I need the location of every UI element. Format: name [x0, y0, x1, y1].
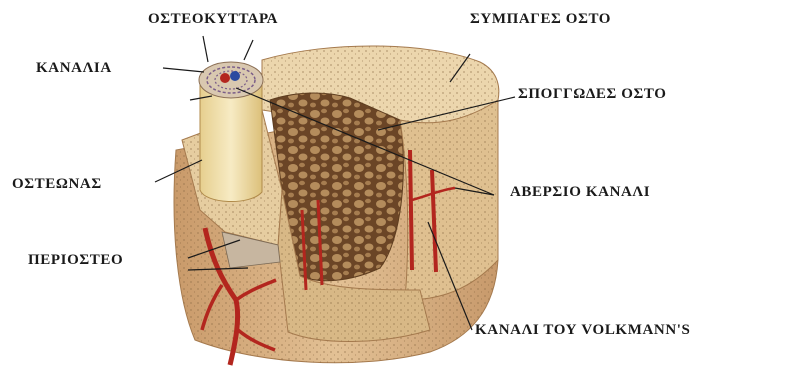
- osteon-top: [199, 62, 263, 98]
- leader-canaliculi-1: [163, 68, 204, 72]
- label-periosteum: ΠΕΡΙΟΣΤΕΟ: [28, 252, 123, 269]
- label-volkmann-canal: ΚΑΝΑΛΙ ΤΟΥ VOLKMANN'S: [475, 322, 690, 339]
- label-compact-bone: ΣΥΜΠΑΓΕΣ ΟΣΤΟ: [470, 11, 611, 28]
- label-osteon: ΟΣΤΕΩΝΑΣ: [12, 176, 102, 193]
- label-osteocytes: ΟΣΤΕΟΚΥΤΤΑΡΑ: [148, 11, 278, 28]
- volkmann-vessel-1: [410, 150, 412, 270]
- haversian-artery: [220, 73, 230, 83]
- label-canaliculi: ΚΑΝΑΛΙΑ: [36, 60, 112, 77]
- label-spongy-bone: ΣΠΟΓΓΩΔΕΣ ΟΣΤΟ: [518, 86, 666, 103]
- leader-osteocytes-1: [203, 36, 208, 62]
- haversian-vein: [230, 71, 240, 81]
- leader-osteocytes-2: [244, 40, 253, 60]
- label-haversian-canal: ΑΒΕΡΣΙΟ ΚΑΝΑΛΙ: [510, 184, 650, 201]
- osteon: [199, 62, 263, 202]
